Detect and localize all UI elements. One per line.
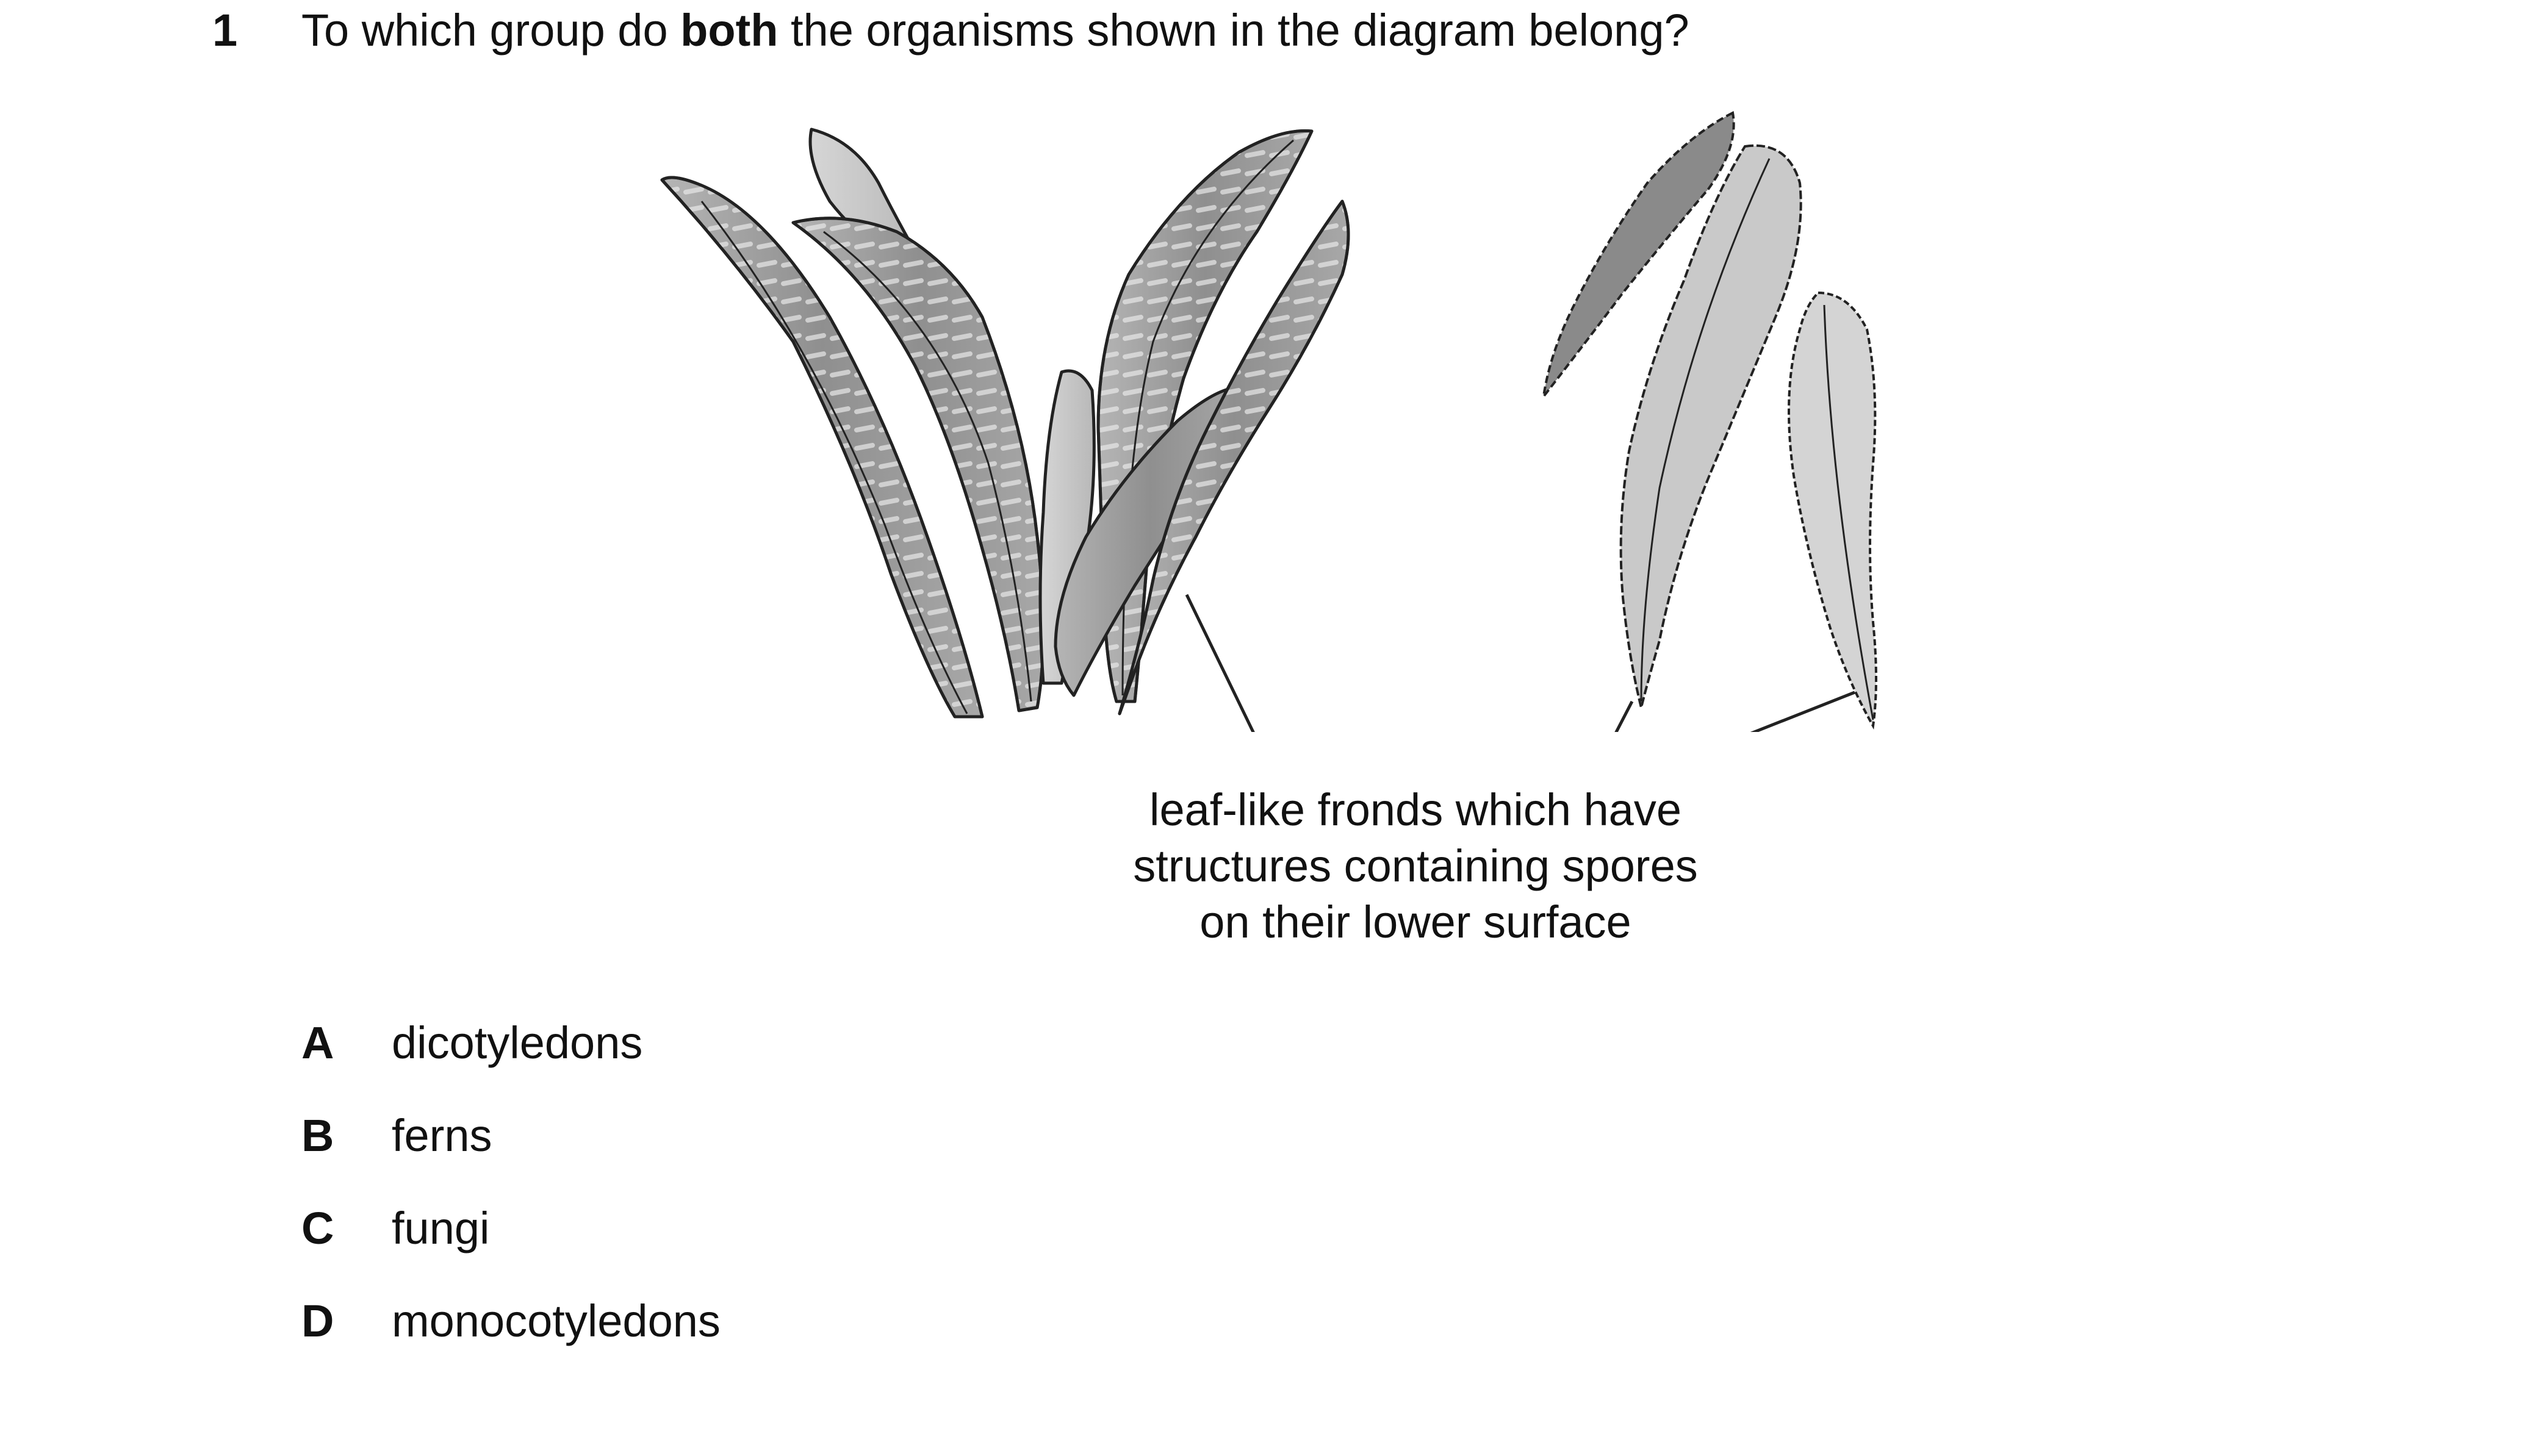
question-number: 1 <box>212 5 238 56</box>
strap-fern-illustration <box>660 127 1350 719</box>
option-text: fungi <box>392 1203 490 1253</box>
question-text-end: the organisms shown in the diagram belon… <box>778 5 1689 56</box>
question-text-emphasis: both <box>680 5 779 56</box>
option-letter: A <box>301 1017 334 1068</box>
option-letter: C <box>301 1203 334 1253</box>
diagram-label-line-2: structures containing spores <box>1133 841 1698 891</box>
diagram-label-line-3: on their lower surface <box>1199 897 1631 947</box>
option-text: dicotyledons <box>392 1017 643 1068</box>
option-text: monocotyledons <box>392 1296 721 1346</box>
fern-diagram <box>660 111 1877 732</box>
option-text: ferns <box>392 1110 492 1161</box>
option-letter: B <box>301 1110 334 1161</box>
label-leader-lines <box>1185 594 1855 732</box>
question-text: To which group do both the organisms sho… <box>301 0 1689 61</box>
diagram-label-line-1: leaf-like fronds which have <box>1149 784 1681 835</box>
diagram-label: leaf-like fronds which have structures c… <box>1049 782 1782 950</box>
feathery-fern-illustration <box>1541 111 1877 730</box>
option-letter: D <box>301 1296 334 1346</box>
question-text-start: To which group do <box>301 5 681 56</box>
